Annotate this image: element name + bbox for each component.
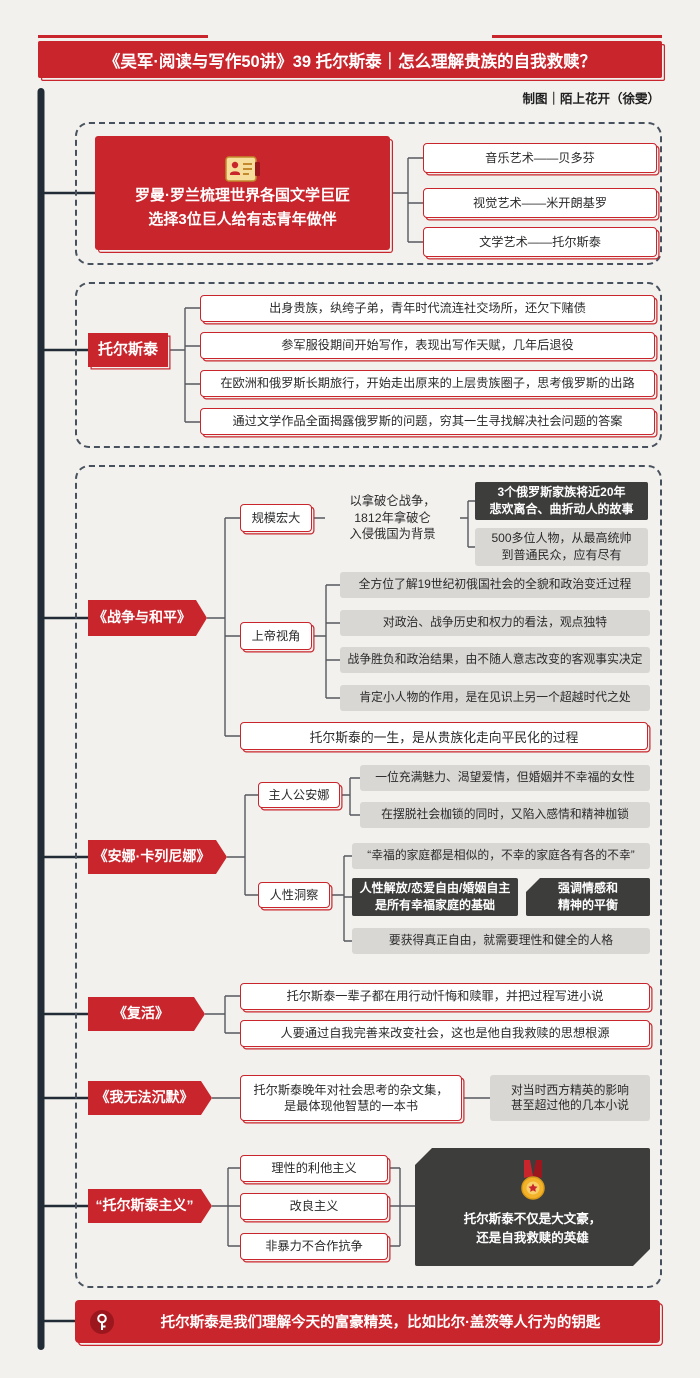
text-line: 还是自我救赎的英雄: [476, 1231, 589, 1246]
family-story-box: 3个俄罗斯家族将近20年 悲欢离合、曲折动人的故事: [475, 482, 648, 520]
text-line: 500多位人物，从最高统帅: [491, 531, 632, 546]
spine-line: [37, 88, 45, 1350]
bio-item: 在欧洲和俄罗斯长期旅行，开始走出原来的上层贵族圈子，思考俄罗斯的出路: [200, 370, 655, 397]
silence-essays-box: 托尔斯泰晚年对社会思考的杂文集， 是最体现他智慧的一本书: [240, 1075, 462, 1121]
text-line: 强调情感和: [557, 881, 618, 896]
text-line: 3个俄罗斯家族将近20年: [497, 485, 626, 500]
bio-item: 通过文学作品全面揭露俄罗斯的问题，穷其一生寻找解决社会问题的答案: [200, 408, 655, 435]
conclusion-box: 托尔斯泰不仅是大文豪， 还是自我救赎的英雄: [415, 1148, 650, 1266]
key-icon: [90, 1309, 114, 1334]
medal-icon: [516, 1160, 550, 1204]
silence-influence-box: 对当时西方精英的影响 甚至超过他的几本小说: [490, 1075, 650, 1121]
text-line: 入侵俄国为背景: [349, 527, 436, 542]
text-line: 1812年拿破仑: [354, 510, 431, 525]
page-title: 《吴军·阅读与写作50讲》39 托尔斯泰｜怎么理解贵族的自我救赎？: [103, 52, 597, 71]
tolstoyism-item: 理性的利他主义: [240, 1155, 388, 1182]
napoleon-background-text: 以拿破仑战争， 1812年拿破仑 入侵俄国为背景: [325, 492, 460, 544]
text-line: 是所有幸福家庭的基础: [374, 898, 495, 912]
text-line: 以拿破仑战争，: [349, 494, 436, 509]
god-view-node: 上帝视角: [240, 622, 312, 650]
silence-label: 《我无法沉默》: [88, 1081, 212, 1115]
text-line: 对当时西方精英的影响: [511, 1082, 629, 1097]
text-line: 托尔斯泰不仅是大文豪，: [463, 1212, 602, 1226]
resurrection-label: 《复活》: [88, 997, 205, 1031]
intro-item-literature: 文学艺术——托尔斯泰: [423, 227, 657, 257]
balance-box: 强调情感和 精神的平衡: [526, 878, 650, 916]
god-view-item: 战争胜负和政治结果，由不随人意志改变的客观事实决定: [340, 647, 650, 673]
liberation-box: 人性解放/恋爱自由/婚姻自主 是所有幸福家庭的基础: [352, 878, 518, 916]
intro-line: 选择3位巨人给有志青年做伴: [148, 211, 337, 228]
god-view-item: 肯定小人物的作用，是在见识上另一个超越时代之处: [340, 685, 650, 711]
god-view-item: 全方位了解19世纪初俄国社会的全貌和政治变迁过程: [340, 572, 650, 598]
characters-box: 500多位人物，从最高统帅 到普通民众，应有尽有: [475, 528, 648, 566]
credit: 制图｜陌上花开（徐雯）: [522, 92, 660, 106]
protagonist-item: 在摆脱社会枷锁的同时，又陷入感情和精神枷锁: [360, 802, 650, 828]
anna-karenina-label: 《安娜·卡列尼娜》: [88, 840, 227, 874]
intro-line: 罗曼·罗兰梳理世界各国文学巨匠: [135, 187, 350, 204]
text-line: 精神的平衡: [557, 898, 618, 912]
protagonist-item: 一位充满魅力、渴望爱情，但婚姻并不幸福的女性: [360, 765, 650, 791]
resurrection-item: 托尔斯泰一辈子都在用行动忏悔和赎罪，并把过程写进小说: [240, 983, 650, 1010]
tolstoy-label: 托尔斯泰: [88, 333, 168, 367]
freedom-box: 要获得真正自由，就需要理性和健全的人格: [352, 928, 650, 954]
intro-item-music: 音乐艺术——贝多芬: [423, 143, 657, 173]
protagonist-node: 主人公安娜: [258, 782, 340, 808]
text-line: 人性解放/恋爱自由/婚姻自主: [359, 881, 511, 896]
author-card-icon: [224, 156, 260, 182]
tolstoyism-item: 改良主义: [240, 1193, 388, 1220]
text-line: 悲欢离合、曲折动人的故事: [489, 502, 634, 516]
tolstoyism-label: “托尔斯泰主义”: [88, 1189, 212, 1223]
footer-text: 托尔斯泰是我们理解今天的富豪精英，比如比尔·盖茨等人行为的钥匙: [160, 1315, 601, 1331]
insight-node: 人性洞察: [258, 882, 330, 908]
intro-item-visual: 视觉艺术——米开朗基罗: [423, 188, 657, 218]
bio-item: 参军服役期间开始写作，表现出写作天赋，几年后退役: [200, 332, 655, 359]
text-line: 甚至超过他的几本小说: [511, 1098, 629, 1112]
text-line: 托尔斯泰晚年对社会思考的杂文集，: [253, 1082, 449, 1097]
happy-families-quote: “幸福的家庭都是相似的，不幸的家庭各有各的不幸”: [352, 843, 650, 869]
resurrection-item: 人要通过自我完善来改变社会，这也是他自我救赎的思想根源: [240, 1020, 650, 1047]
god-view-item: 对政治、战争历史和权力的看法，观点独特: [340, 610, 650, 636]
page-title-banner: 《吴军·阅读与写作50讲》39 托尔斯泰｜怎么理解贵族的自我救赎？: [38, 35, 662, 78]
tolstoy-life-box: 托尔斯泰的一生，是从贵族化走向平民化的过程: [240, 722, 648, 750]
footer-banner: 托尔斯泰是我们理解今天的富豪精英，比如比尔·盖茨等人行为的钥匙: [75, 1300, 660, 1343]
text-line: 是最体现他智慧的一本书: [283, 1099, 419, 1113]
intro-card: 罗曼·罗兰梳理世界各国文学巨匠 选择3位巨人给有志青年做伴: [95, 136, 390, 250]
scale-node: 规模宏大: [240, 504, 312, 532]
tolstoyism-item: 非暴力不合作抗争: [240, 1233, 388, 1260]
conclusion-text: 托尔斯泰不仅是大文豪， 还是自我救赎的英雄: [464, 1210, 602, 1249]
bio-item: 出身贵族，纨绔子弟，青年时代流连社交场所，还欠下赌债: [200, 295, 655, 322]
war-and-peace-label: 《战争与和平》: [88, 600, 207, 636]
text-line: 到普通民众，应有尽有: [501, 548, 622, 562]
